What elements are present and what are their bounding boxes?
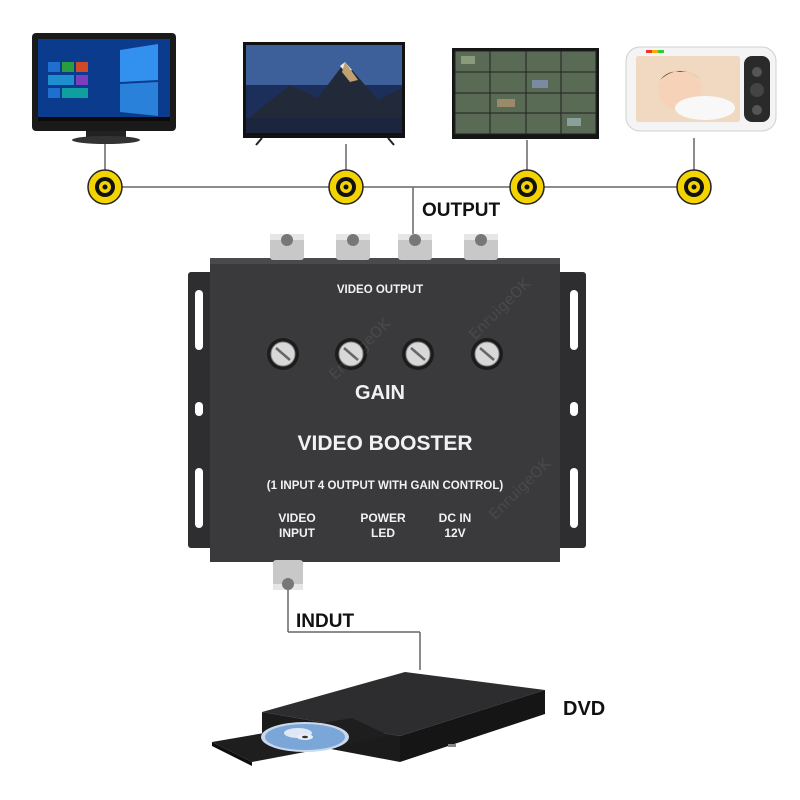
rca-connector-2 [328, 169, 364, 205]
device-power-led-text: POWER LED [360, 511, 406, 540]
rca-jack-output-4 [464, 234, 498, 260]
input-label: INDUT [296, 611, 355, 632]
rca-jack-output-3 [398, 234, 432, 260]
rca-connector-1 [87, 169, 123, 205]
output-label: OUTPUT [422, 200, 501, 221]
monitor-cctv [452, 48, 599, 139]
dvd-player [212, 672, 545, 766]
monitor-windows [32, 33, 176, 144]
device-title: VIDEO BOOSTER [297, 432, 473, 455]
rca-jack-input [273, 560, 303, 590]
gain-knob-3 [402, 338, 434, 370]
rca-jack-output-2 [336, 234, 370, 260]
device-video-output-text: VIDEO OUTPUT [336, 284, 424, 296]
gain-knob-4 [471, 338, 503, 370]
gain-knob-2 [335, 338, 367, 370]
device-subtitle: (1 INPUT 4 OUTPUT WITH GAIN CONTROL) [266, 480, 504, 492]
device-dc-in-text: DC IN 12V [438, 511, 472, 540]
rca-jack-output-1 [270, 234, 304, 260]
rca-connector-4 [676, 169, 712, 205]
device-video-input-text: VIDEO INPUT [278, 511, 316, 540]
dvd-label: DVD [563, 698, 606, 720]
rca-connector-3 [509, 169, 545, 205]
monitor-tv-mountain [243, 42, 405, 146]
device-gain-text: GAIN [355, 382, 405, 404]
device-body [210, 258, 560, 562]
monitor-baby [625, 46, 777, 132]
gain-knob-1 [267, 338, 299, 370]
